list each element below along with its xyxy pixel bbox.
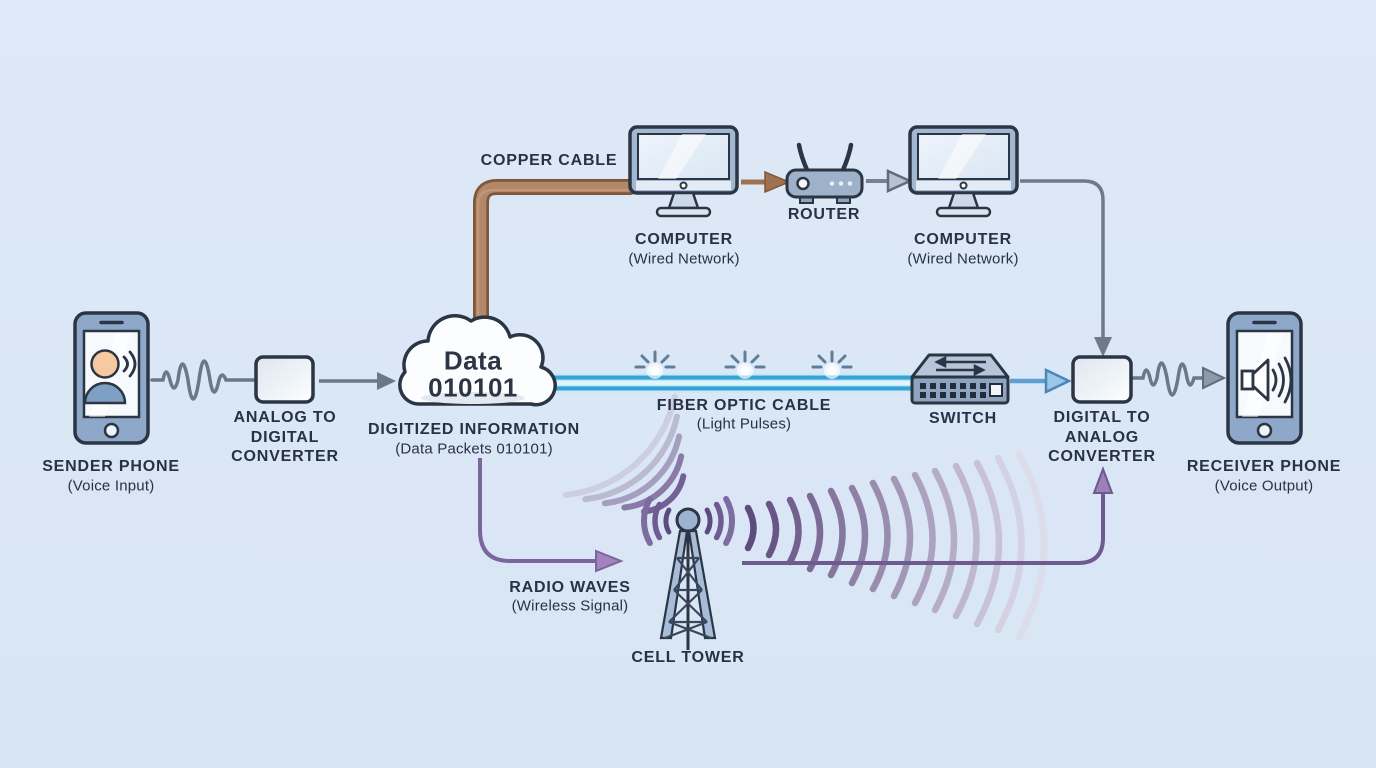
analog-waveform-left: [150, 359, 256, 401]
computer-right-label: COMPUTER: [914, 231, 1012, 248]
digitized-information-sublabel: (Data Packets 010101): [395, 440, 553, 458]
light-pulse-sparkle-icon: [724, 350, 766, 379]
copper-cable-label: COPPER CABLE: [480, 152, 618, 169]
dac-label-line3: CONVERTER: [1048, 448, 1156, 465]
adc-to-cloud-arrow: [319, 372, 396, 390]
dac-label-line1: DIGITAL TO: [1053, 409, 1151, 426]
fiber-optic-label: FIBER OPTIC CABLE: [656, 397, 832, 414]
cloud-data-line1: Data: [443, 345, 503, 376]
fiber-optic-cable-link: [552, 373, 912, 393]
digitized-information-label: DIGITIZED INFORMATION: [367, 421, 581, 438]
radio-waves-sublabel: (Wireless Signal): [511, 597, 629, 615]
radio-wave-arcs-upper-left: [562, 393, 687, 515]
cell-tower-icon: [641, 496, 735, 650]
analog-waveform-right: [1131, 361, 1227, 397]
computer-left-sublabel: (Wired Network): [628, 250, 740, 268]
person-icon: [83, 349, 127, 405]
receiver-phone-label: RECEIVER PHONE: [1186, 458, 1342, 475]
fiber-optic-sublabel: (Light Pulses): [696, 415, 792, 433]
dac-label-line2: ANALOG: [1064, 429, 1140, 446]
adc-label-line1: ANALOG TO: [233, 409, 337, 426]
adc-label-line2: DIGITAL: [250, 429, 320, 446]
sender-phone-label: SENDER PHONE: [42, 458, 180, 475]
cloud-icon: [398, 313, 557, 407]
cloud-data-line2: 010101: [428, 372, 518, 403]
computer-left-label: COMPUTER: [635, 231, 733, 248]
voice-waves-icon: [122, 350, 137, 378]
computer-right-sublabel: (Wired Network): [907, 250, 1019, 268]
router-icon: [785, 142, 864, 204]
receiver-phone-sublabel: (Voice Output): [1214, 477, 1314, 495]
router-label: ROUTER: [787, 206, 861, 223]
computer-right-icon: [908, 125, 1019, 218]
radio-wave-arcs-right: [744, 450, 1048, 641]
sender-phone-icon: [73, 311, 150, 445]
switch-to-converter-arrow: [1010, 368, 1072, 394]
tower-signal-waves-icon: [641, 496, 735, 546]
switch-icon: [910, 353, 1010, 405]
computer-to-router-arrow: [741, 170, 791, 194]
radio-to-converter-link: [742, 466, 1114, 565]
radio-waves-label: RADIO WAVES: [509, 579, 631, 596]
sender-phone-sublabel: (Voice Input): [67, 477, 155, 495]
cell-tower-label: CELL TOWER: [631, 649, 745, 666]
copper-cable-link: [473, 179, 638, 330]
switch-label: SWITCH: [929, 410, 997, 427]
speaker-icon: [1240, 356, 1293, 404]
adc-box-icon: [254, 355, 315, 404]
light-pulse-sparkle-icon: [811, 350, 853, 379]
radio-waves-link: [478, 458, 624, 573]
light-pulse-sparkle-icon: [634, 350, 676, 379]
adc-label-line3: CONVERTER: [231, 448, 339, 465]
computer-left-icon: [628, 125, 739, 218]
router-to-computer-arrow: [866, 169, 914, 193]
dac-box-icon: [1071, 355, 1133, 404]
computer-to-converter-link: [1020, 179, 1112, 357]
receiver-phone-icon: [1226, 311, 1303, 445]
